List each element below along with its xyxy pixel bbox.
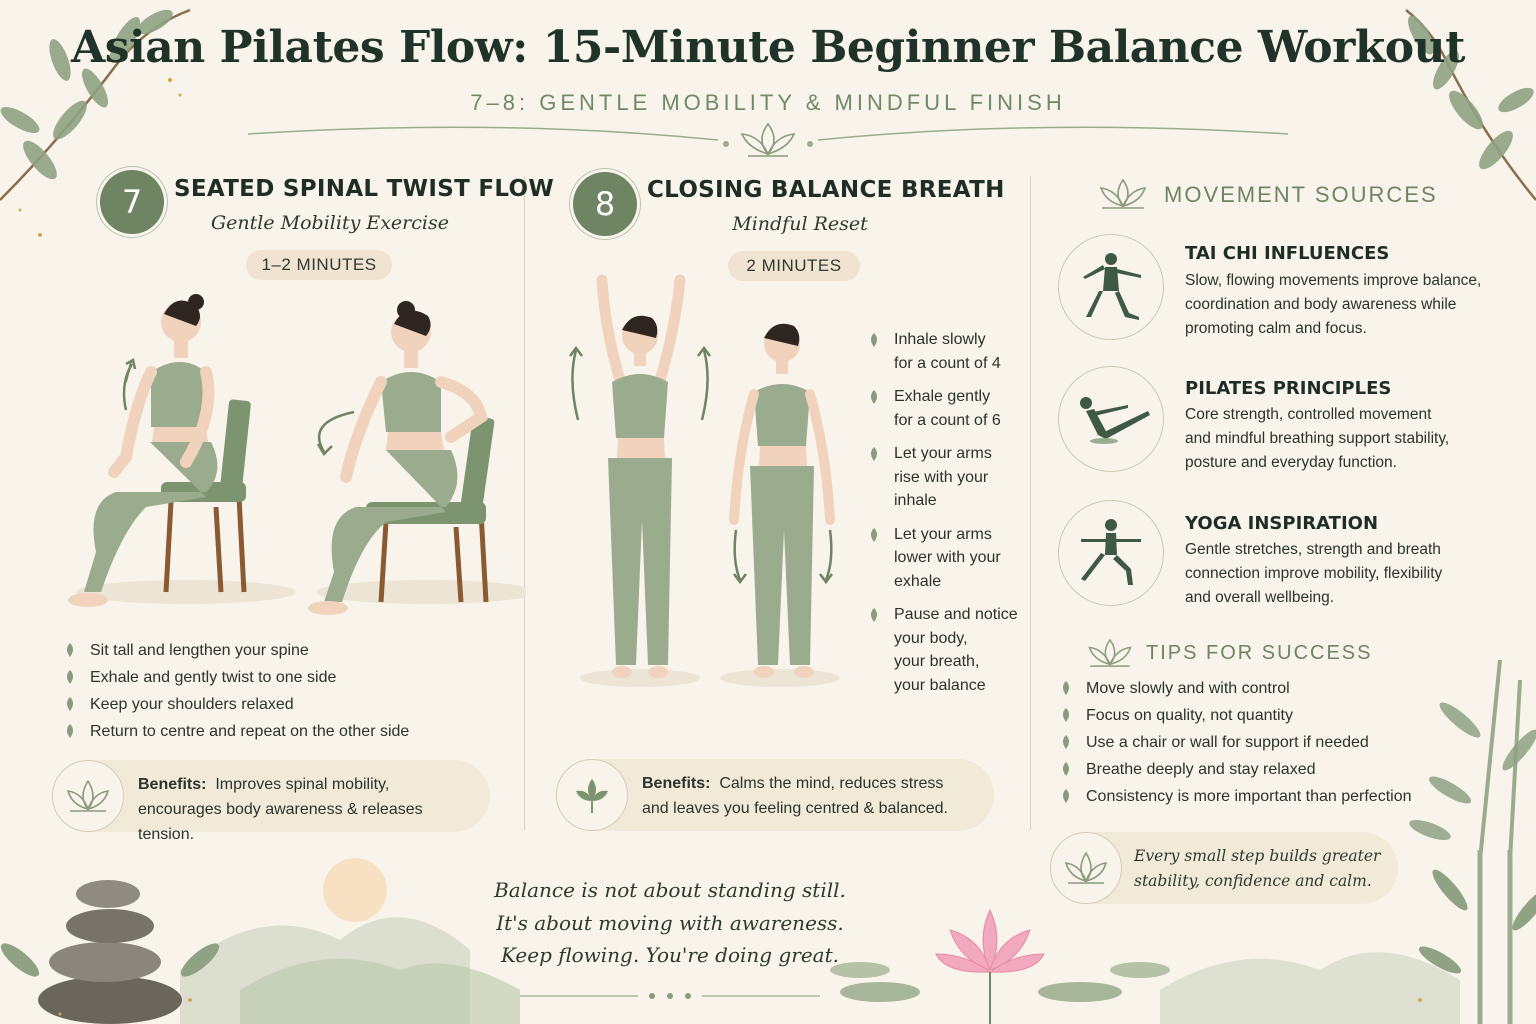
lotus-icon xyxy=(1050,832,1122,904)
closing-quote-line: Balance is not about standing still. xyxy=(494,878,846,902)
list-item: Use a chair or wall for support if neede… xyxy=(1058,732,1428,759)
exercise-8-benefits: Benefits: Calms the mind, reduces stress… xyxy=(556,759,994,831)
exercise-7-duration: 1–2 MINUTES xyxy=(246,250,392,280)
leaf-bullet-icon xyxy=(67,670,73,684)
exercise-7-benefits: Benefits: Improves spinal mobility, enco… xyxy=(52,760,490,843)
tips-list: Move slowly and with control Focus on qu… xyxy=(1058,678,1428,813)
closing-quote-line: Keep flowing. You're doing great. xyxy=(501,943,839,967)
exercise-7-number-badge: 7 xyxy=(100,170,164,234)
list-item: Return to centre and repeat on the other… xyxy=(62,721,502,748)
exercise-8-duration: 2 MINUTES xyxy=(728,251,860,281)
list-item: Breathe deeply and stay relaxed xyxy=(1058,759,1428,786)
pilates-figure-icon xyxy=(1058,366,1164,472)
list-item: Move slowly and with control xyxy=(1058,678,1428,705)
list-item: Exhale and gently twist to one side xyxy=(62,667,502,694)
branch-top-right-illustration xyxy=(1405,9,1536,201)
leaf-bullet-icon xyxy=(871,608,877,622)
bamboo-right-illustration xyxy=(1409,660,1536,860)
yoga-figure-icon xyxy=(1058,500,1164,606)
closing-quote-line: It's about moving with awareness. xyxy=(496,910,844,935)
exercise-7-subtitle: Gentle Mobility Exercise xyxy=(211,212,449,234)
source-title: TAI CHI INFLUENCES xyxy=(1185,243,1390,264)
leaf-bullet-icon xyxy=(871,333,877,347)
tips-quote-line: stability, confidence and calm. xyxy=(1134,872,1372,890)
benefits-text: Calms the mind, reduces stress xyxy=(719,775,944,792)
benefits-label: Benefits: xyxy=(138,776,207,793)
closing-quote: Balance is not about standing still. It'… xyxy=(470,874,870,972)
leaf-bullet-icon xyxy=(871,390,877,404)
page-title: Asian Pilates Flow: 15-Minute Beginner B… xyxy=(71,22,1465,73)
column-divider-2 xyxy=(1030,176,1031,830)
balance-breath-illustration xyxy=(569,274,840,687)
branch-top-left-illustration xyxy=(0,8,191,237)
tips-heading: TIPS FOR SUCCESS xyxy=(1146,642,1373,664)
leaf-bullet-icon xyxy=(67,724,73,738)
leaf-bullet-icon xyxy=(1063,789,1069,803)
header-divider-lotus xyxy=(248,122,1288,157)
source-title: PILATES PRINCIPLES xyxy=(1185,378,1392,399)
bottom-landscape-illustration xyxy=(0,850,1536,1024)
leaf-bullet-icon xyxy=(67,697,73,711)
leaf-bullet-icon xyxy=(1063,708,1069,722)
lotus-icon xyxy=(1088,638,1132,667)
seated-twist-illustration xyxy=(68,294,526,615)
three-leaf-icon xyxy=(556,759,628,831)
leaf-bullet-icon xyxy=(67,643,73,657)
source-description: Gentle stretches, strength and breath co… xyxy=(1185,541,1443,606)
tips-quote-line: Every small step builds greater xyxy=(1134,847,1381,865)
list-item: Sit tall and lengthen your spine xyxy=(62,640,502,667)
page-subtitle: 7–8: GENTLE MOBILITY & MINDFUL FINISH xyxy=(470,90,1066,115)
exercise-8-subtitle: Mindful Reset xyxy=(732,213,868,235)
source-description: Slow, flowing movements improve balance,… xyxy=(1185,272,1482,337)
benefits-label: Benefits: xyxy=(642,775,711,792)
column-divider-1 xyxy=(524,176,525,830)
tips-quote-box: Every small step builds greater stabilit… xyxy=(1050,832,1398,904)
exercise-7-title: SEATED SPINAL TWIST FLOW xyxy=(174,176,555,202)
exercise-8-number-badge: 8 xyxy=(573,172,637,236)
leaf-bullet-icon xyxy=(871,527,877,542)
leaf-bullet-icon xyxy=(871,447,877,461)
source-title: YOGA INSPIRATION xyxy=(1185,513,1379,534)
source-description: Core strength, controlled movement and m… xyxy=(1185,406,1450,471)
benefits-text: and leaves you feeling centred & balance… xyxy=(642,800,948,817)
leaf-bullet-icon xyxy=(1063,762,1069,776)
leaf-bullet-icon xyxy=(1063,735,1069,749)
lotus-icon xyxy=(1099,178,1147,209)
benefits-text: Improves spinal mobility, xyxy=(215,776,390,793)
benefits-text: encourages body awareness & releases ten… xyxy=(138,801,423,843)
exercise-8-title: CLOSING BALANCE BREATH xyxy=(647,177,1005,203)
lotus-icon xyxy=(52,760,124,832)
list-item: Keep your shoulders relaxed xyxy=(62,694,502,721)
leaf-bullet-icon xyxy=(1063,681,1069,695)
tai-chi-figure-icon xyxy=(1058,234,1164,340)
quote-divider xyxy=(520,993,820,999)
movement-sources-heading: MOVEMENT SOURCES xyxy=(1164,182,1438,207)
list-item: Consistency is more important than perfe… xyxy=(1058,786,1428,813)
list-item: Focus on quality, not quantity xyxy=(1058,705,1428,732)
exercise-7-steps: Sit tall and lengthen your spine Exhale … xyxy=(62,640,502,748)
